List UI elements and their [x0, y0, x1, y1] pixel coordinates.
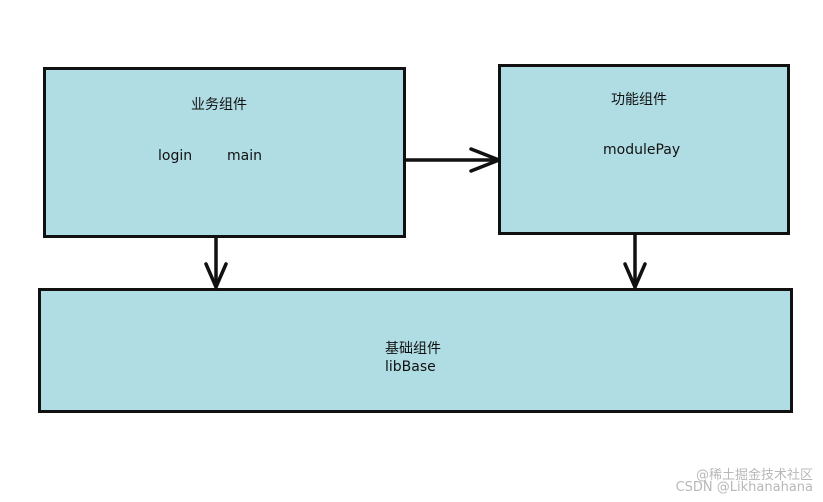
arrowhead-business-to-base [204, 262, 228, 289]
module-login-label: login [158, 148, 193, 164]
module-modulepay-label: modulePay [603, 142, 681, 158]
business-component-box [43, 67, 406, 238]
function-component-box [498, 64, 790, 235]
function-component-title: 功能组件 [611, 92, 667, 108]
arrowhead-business-to-function [469, 147, 501, 173]
watermark-juejin: @稀土掘金技术社区 [695, 468, 813, 483]
watermark-csdn: CSDN @Likhanahana [675, 480, 813, 495]
arrowhead-function-to-base [623, 262, 647, 289]
module-libbase-label: libBase [385, 359, 436, 375]
module-main-label: main [227, 148, 262, 164]
base-component-box [38, 288, 793, 413]
business-component-title: 业务组件 [191, 97, 247, 113]
base-component-title: 基础组件 [385, 341, 441, 357]
